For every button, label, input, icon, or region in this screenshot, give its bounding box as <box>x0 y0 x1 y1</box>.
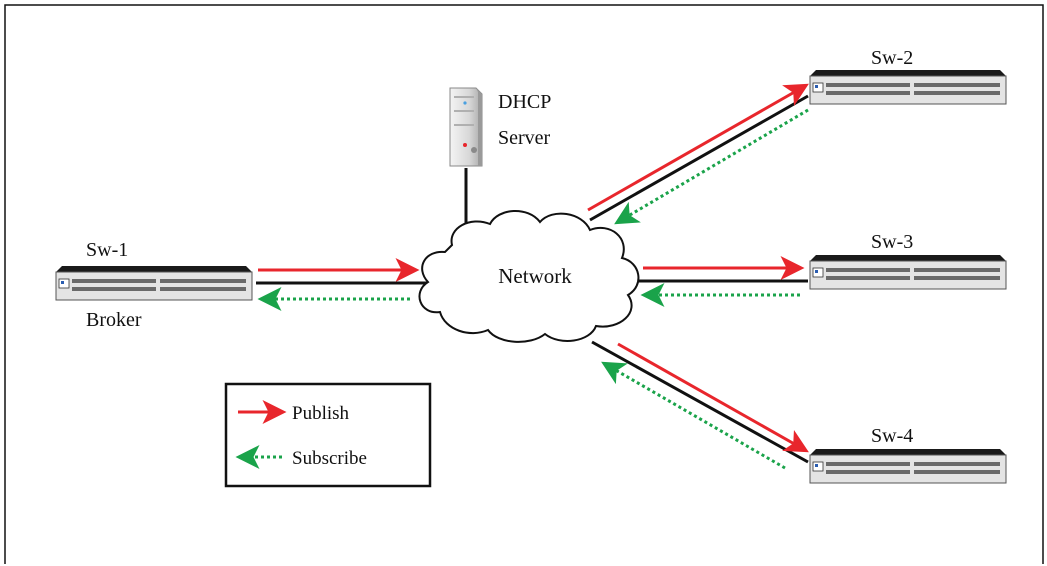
sw1-label: Sw-1 <box>86 239 128 261</box>
subscribe-arrow-sw2 <box>614 108 809 225</box>
sw2-label: Sw-2 <box>871 47 913 69</box>
dhcp-label-line2: Server <box>498 127 551 149</box>
legend-publish-label: Publish <box>292 403 350 424</box>
legend-subscribe-label: Subscribe <box>292 448 367 469</box>
sw3-label: Sw-3 <box>871 231 913 253</box>
network-switch-icon <box>809 69 1007 105</box>
link-network-sw3 <box>634 256 808 307</box>
link-network-sw2 <box>587 83 809 225</box>
link-line <box>589 94 809 222</box>
cloud-icon <box>418 209 640 343</box>
legend: Publish Subscribe <box>224 382 432 488</box>
publish-arrow-sw2 <box>587 83 809 212</box>
switch-sw1: Sw-1 Broker <box>55 239 253 331</box>
dhcp-server: DHCP Server <box>449 87 551 167</box>
network-switch-icon <box>809 448 1007 484</box>
server-tower-icon <box>449 87 483 167</box>
network-switch-icon <box>809 254 1007 290</box>
link-line <box>591 340 809 464</box>
switch-sw2: Sw-2 <box>809 47 1007 105</box>
network-switch-icon <box>55 265 253 301</box>
network-cloud: Network <box>418 209 640 343</box>
switch-sw4: Sw-4 <box>809 425 1007 484</box>
legend-box <box>224 382 432 488</box>
publish-arrow-sw4 <box>617 342 809 453</box>
dhcp-label-line1: DHCP <box>498 91 551 113</box>
figure-frame <box>4 4 1044 564</box>
switch-sw3: Sw-3 <box>809 231 1007 290</box>
link-sw1-network <box>256 258 428 311</box>
sw4-label: Sw-4 <box>871 425 913 447</box>
network-label: Network <box>498 264 572 288</box>
sw1-role-label: Broker <box>86 309 142 331</box>
link-network-sw4 <box>591 340 809 470</box>
subscribe-arrow-sw4 <box>601 361 786 470</box>
